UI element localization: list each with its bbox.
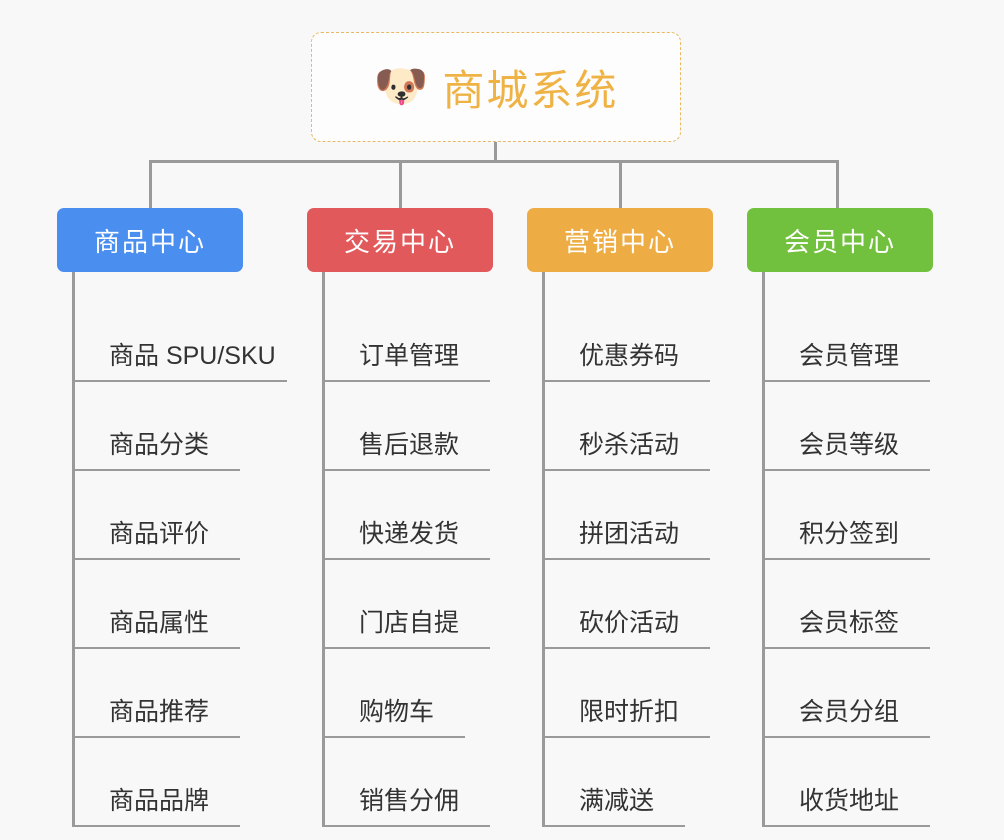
connector-drop-1 [149, 160, 152, 208]
list-item-label: 会员标签 [799, 609, 900, 637]
category-title: 商品中心 [93, 226, 206, 257]
shiba-dog-face-icon: 🐶 [373, 62, 429, 111]
category-title: 交易中心 [343, 226, 456, 257]
category-title: 会员中心 [783, 226, 896, 257]
category-header-marketing-center[interactable]: 营销中心 [527, 208, 713, 272]
list-item-label: 砍价活动 [579, 609, 680, 637]
list-item[interactable]: 会员等级 [765, 382, 933, 471]
category-title: 营销中心 [563, 226, 676, 257]
list-item[interactable]: 商品属性 [75, 560, 243, 649]
list-item[interactable]: 积分签到 [765, 471, 933, 560]
root-node[interactable]: 🐶 商城系统 [311, 32, 681, 142]
list-item[interactable]: 商品评价 [75, 471, 243, 560]
list-item-label: 会员分组 [799, 698, 900, 726]
list-item-label: 满减送 [579, 787, 655, 815]
list-item-label: 秒杀活动 [579, 431, 680, 459]
list-item[interactable]: 优惠券码 [545, 293, 713, 382]
list-item[interactable]: 会员管理 [765, 293, 933, 382]
list-item[interactable]: 商品推荐 [75, 649, 243, 738]
list-item-label: 售后退款 [359, 431, 460, 459]
list-item[interactable]: 购物车 [325, 649, 493, 738]
connector-drop-3 [619, 160, 622, 208]
list-item[interactable]: 砍价活动 [545, 560, 713, 649]
leaf-list-marketing-center: 优惠券码 秒杀活动 拼团活动 砍价活动 限时折扣 满减送 [542, 272, 713, 827]
leaf-list-product-center: 商品 SPU/SKU 商品分类 商品评价 商品属性 商品推荐 商品品牌 [72, 272, 287, 827]
list-item[interactable]: 销售分佣 [325, 738, 493, 827]
list-item[interactable]: 门店自提 [325, 560, 493, 649]
list-item-label: 商品评价 [109, 520, 210, 548]
list-item-label: 门店自提 [359, 609, 460, 637]
column-marketing-center: 营销中心 优惠券码 秒杀活动 拼团活动 砍价活动 限时折扣 满减送 [527, 208, 713, 827]
list-item[interactable]: 售后退款 [325, 382, 493, 471]
list-item-label: 会员管理 [799, 342, 900, 370]
list-item-label: 购物车 [359, 698, 435, 726]
list-item-label: 限时折扣 [579, 698, 680, 726]
root-title: 商城系统 [442, 66, 619, 114]
list-item[interactable]: 收货地址 [765, 738, 933, 827]
list-item[interactable]: 会员标签 [765, 560, 933, 649]
category-header-member-center[interactable]: 会员中心 [747, 208, 933, 272]
list-item[interactable]: 秒杀活动 [545, 382, 713, 471]
connector-root-stem [494, 142, 497, 162]
list-item-label: 快递发货 [359, 520, 460, 548]
list-item[interactable]: 快递发货 [325, 471, 493, 560]
list-item-label: 商品推荐 [109, 698, 210, 726]
connector-horizontal-bus [149, 160, 839, 163]
list-item-label: 商品分类 [109, 431, 210, 459]
leaf-list-trade-center: 订单管理 售后退款 快递发货 门店自提 购物车 销售分佣 [322, 272, 493, 827]
list-item-label: 订单管理 [359, 342, 460, 370]
connector-drop-4 [836, 160, 839, 208]
list-item[interactable]: 限时折扣 [545, 649, 713, 738]
list-item[interactable]: 订单管理 [325, 293, 493, 382]
list-item[interactable]: 满减送 [545, 738, 713, 827]
connector-drop-2 [399, 160, 402, 208]
list-item[interactable]: 商品品牌 [75, 738, 243, 827]
list-item[interactable]: 拼团活动 [545, 471, 713, 560]
category-header-trade-center[interactable]: 交易中心 [307, 208, 493, 272]
column-trade-center: 交易中心 订单管理 售后退款 快递发货 门店自提 购物车 销售分佣 [307, 208, 493, 827]
list-item-label: 拼团活动 [579, 520, 680, 548]
column-product-center: 商品中心 商品 SPU/SKU 商品分类 商品评价 商品属性 商品推荐 商品品牌 [57, 208, 287, 827]
list-item-label: 商品品牌 [109, 787, 210, 815]
list-item-label: 销售分佣 [359, 787, 460, 815]
column-member-center: 会员中心 会员管理 会员等级 积分签到 会员标签 会员分组 收货地址 [747, 208, 933, 827]
list-item-label: 会员等级 [799, 431, 900, 459]
category-header-product-center[interactable]: 商品中心 [57, 208, 243, 272]
list-item-label: 商品 SPU/SKU [109, 342, 276, 370]
list-item-label: 优惠券码 [579, 342, 680, 370]
list-item[interactable]: 商品分类 [75, 382, 243, 471]
list-item-label: 收货地址 [799, 787, 900, 815]
list-item[interactable]: 商品 SPU/SKU [75, 293, 287, 382]
leaf-list-member-center: 会员管理 会员等级 积分签到 会员标签 会员分组 收货地址 [762, 272, 933, 827]
list-item[interactable]: 会员分组 [765, 649, 933, 738]
list-item-label: 积分签到 [799, 520, 900, 548]
list-item-label: 商品属性 [109, 609, 210, 637]
